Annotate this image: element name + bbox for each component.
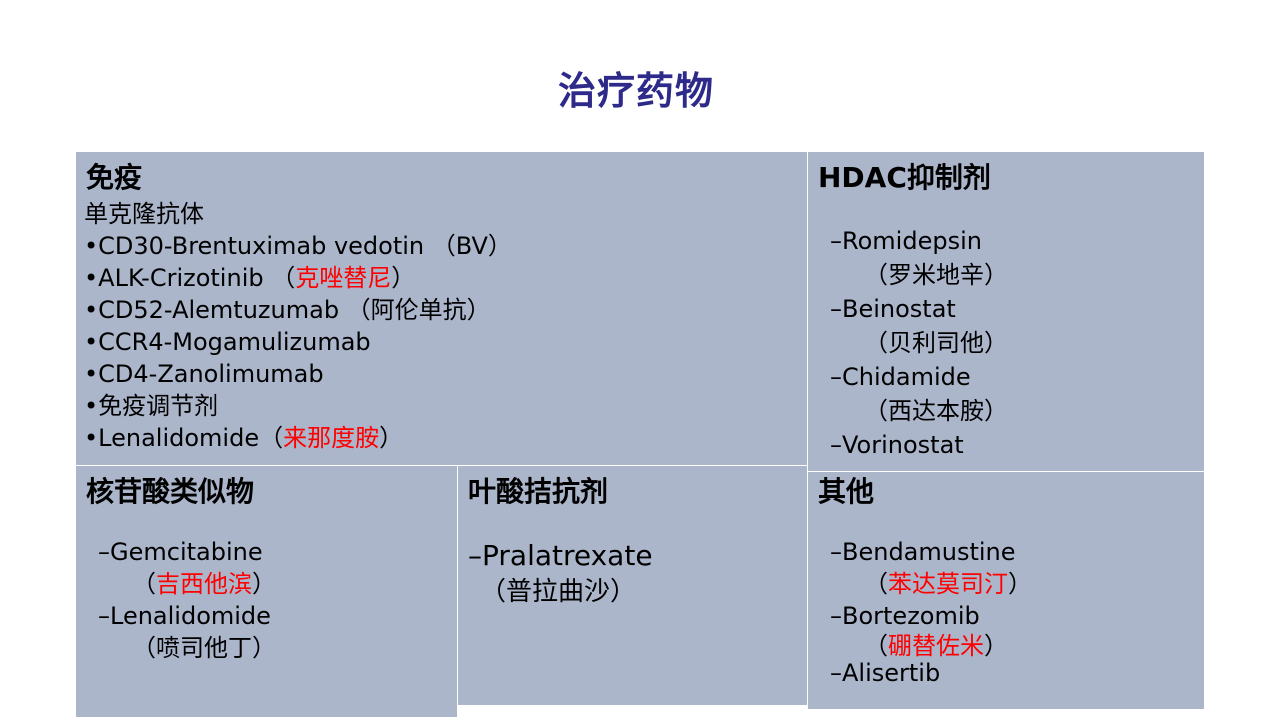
hdac-list: –Romidepsin （罗米地辛） –Beinostat （贝利司他） –Ch… [830,224,1008,462]
immune-heading: 免疫 [86,161,143,194]
list-item: •CD52-Alemtuzumab （阿伦单抗） [84,296,491,324]
list-item-cn: （罗米地辛） [864,261,1008,289]
list-item: –Pralatrexate [468,539,653,572]
list-item-cn: （普拉曲沙） [480,577,637,607]
list-item: –Beinostat [830,295,956,323]
list-item: –Bendamustine [830,538,1016,566]
list-item-cn: （硼替佐米） [864,632,1008,660]
list-item-cn: （贝利司他） [864,329,1008,357]
folate-heading: 叶酸拮抗剂 [468,475,609,508]
other-panel: 其他 –Bendamustine （苯达莫司汀） –Bortezomib （硼替… [808,472,1205,710]
list-item: •CCR4-Mogamulizumab [84,328,371,356]
list-item: •ALK-Crizotinib （克唑替尼） [84,264,416,292]
immune-list: 单克隆抗体 •CD30-Brentuximab vedotin （BV） •AL… [84,198,512,454]
list-item-cn: （西达本胺） [864,397,1008,425]
other-list: –Bendamustine （苯达莫司汀） –Bortezomib （硼替佐米）… [830,536,1032,686]
list-item-cn: （苯达莫司汀） [864,570,1032,598]
hdac-panel: HDAC抑制剂 –Romidepsin （罗米地辛） –Beinostat （贝… [808,152,1205,472]
folate-list: –Pralatrexate （普拉曲沙） [468,538,653,610]
other-heading: 其他 [818,475,875,508]
list-item: •免疫调节剂 [84,392,219,420]
list-item: –Bortezomib [830,602,980,630]
nucleoside-list: –Gemcitabine （吉西他滨） –Lenalidomide （喷司他丁） [98,536,276,664]
list-item: –Chidamide [830,363,971,391]
page-title: 治疗药物 [557,69,714,113]
list-item: –Lenalidomide [98,602,271,630]
list-item: •Lenalidomide（来那度胺） [84,424,404,452]
immune-subheading: 单克隆抗体 [84,200,204,228]
folate-panel: 叶酸拮抗剂 –Pralatrexate （普拉曲沙） [458,466,808,706]
immune-panel: 免疫 单克隆抗体 •CD30-Brentuximab vedotin （BV） … [76,152,808,466]
hdac-heading: HDAC抑制剂 [818,161,991,194]
list-item: –Vorinostat [830,431,964,459]
list-item: •CD4-Zanolimumab [84,360,324,388]
list-item: –Romidepsin [830,227,982,255]
list-item-cn: （吉西他滨） [132,570,276,598]
list-item: –Alisertib [830,659,941,687]
nucleoside-heading: 核苷酸类似物 [86,475,255,508]
nucleoside-panel: 核苷酸类似物 –Gemcitabine （吉西他滨） –Lenalidomide… [76,466,458,718]
list-item: –Gemcitabine [98,538,263,566]
list-item-cn: （喷司他丁） [132,634,276,662]
list-item: •CD30-Brentuximab vedotin （BV） [84,232,512,260]
